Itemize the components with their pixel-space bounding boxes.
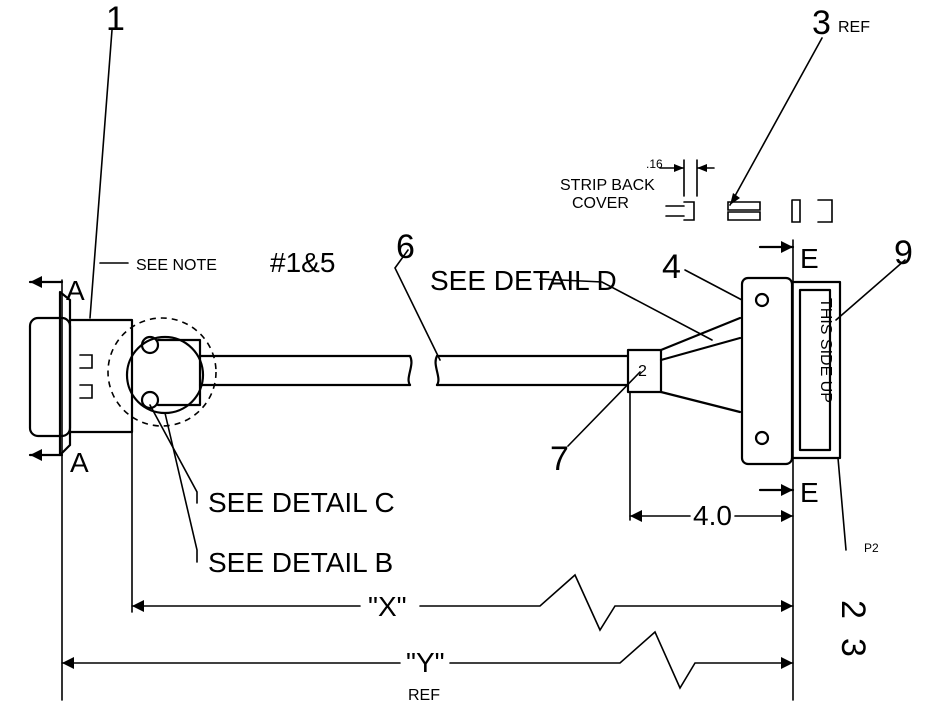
callout-7: 7 <box>550 440 569 478</box>
callout-3-rotated: 3 <box>834 638 872 657</box>
dimension-y-ref: REF <box>408 687 440 704</box>
wire-label: 2 <box>638 363 647 380</box>
leader-lines <box>89 29 906 563</box>
strip-back-dimension: .16 <box>646 157 663 171</box>
detail-c-dashed-circle <box>107 317 217 427</box>
section-a-top-label: A <box>66 275 85 306</box>
backshell-circle <box>125 335 205 415</box>
note-refs-label: #1&5 <box>270 247 335 278</box>
callout-1: 1 <box>106 0 125 38</box>
section-a-bottom-label: A <box>70 447 89 478</box>
callout-3-ref: REF <box>838 19 870 36</box>
callout-2-rotated: 2 <box>834 600 872 619</box>
section-a-markers: A A <box>28 275 89 701</box>
strip-back-line1: STRIP BACK <box>560 177 655 194</box>
see-detail-c-label: SEE DETAIL C <box>208 487 395 518</box>
left-connector <box>28 290 217 457</box>
cable <box>198 354 630 387</box>
dimension-x: "X" <box>131 431 794 632</box>
right-connector: THIS SIDE UP <box>740 276 842 466</box>
strip-back-detail: .16 STRIP BACK COVER <box>560 157 833 223</box>
see-detail-b-label: SEE DETAIL B <box>208 547 393 578</box>
cable-sleeve: 2 <box>626 316 742 414</box>
callout-4: 4 <box>662 248 681 286</box>
callout-9: 9 <box>894 234 913 272</box>
mount-hole-icon <box>754 430 770 446</box>
strip-back-line2: COVER <box>572 195 629 212</box>
dimension-4-0: 4.0 <box>629 391 794 531</box>
dimension-y-label: "Y" <box>406 647 445 678</box>
dimension-x-label: "X" <box>368 591 407 622</box>
screw-icon <box>140 335 160 355</box>
callout-p2: P2 <box>864 541 879 555</box>
section-e-bottom-label: E <box>800 477 819 508</box>
screw-icon <box>140 390 160 410</box>
this-side-up-label: THIS SIDE UP <box>817 298 834 403</box>
callout-6: 6 <box>396 228 415 266</box>
callout-3: 3 <box>812 4 831 42</box>
dimension-y: "Y" REF <box>61 630 794 704</box>
dimension-4-0-label: 4.0 <box>693 500 732 531</box>
see-note-label: SEE NOTE <box>136 257 217 274</box>
section-e-markers: E E <box>758 239 819 701</box>
section-e-top-label: E <box>800 243 819 274</box>
see-detail-d-label: SEE DETAIL D <box>430 265 617 296</box>
mount-hole-icon <box>754 292 770 308</box>
